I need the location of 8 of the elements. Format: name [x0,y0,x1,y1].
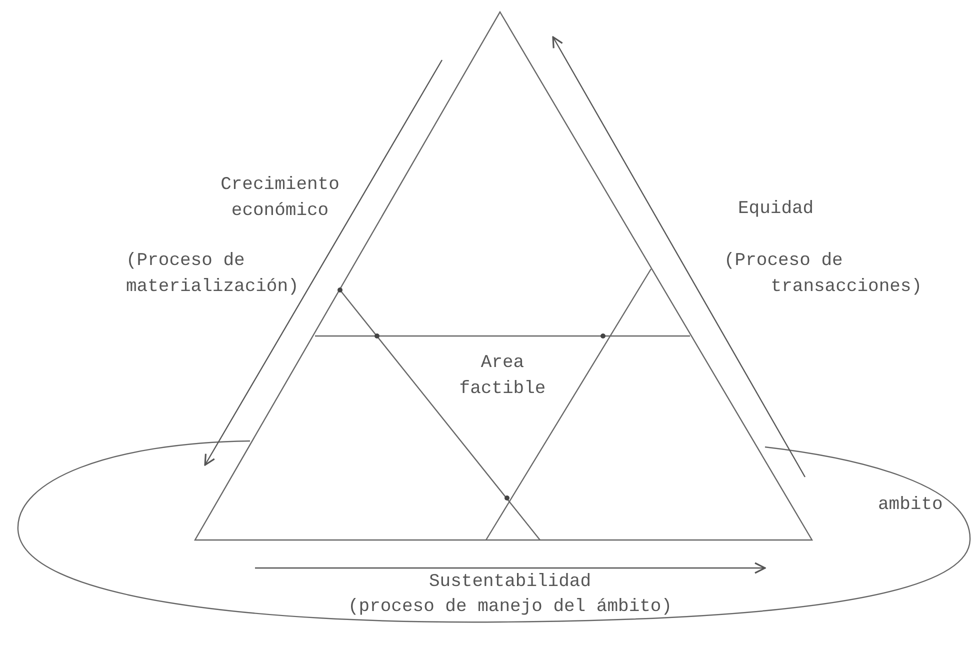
text-label: ambito [878,494,944,517]
text-label: Sustentabilidad [428,571,592,594]
text-label: (Proceso de materialización) [126,250,300,300]
text-label: Area factible [458,352,547,402]
text-label: (proceso de manejo del ámbito) [346,596,674,619]
text-label: (Proceso de transacciones) [724,250,924,300]
text-label: Crecimiento económico [220,174,340,224]
text-label: Equidad [738,198,815,221]
